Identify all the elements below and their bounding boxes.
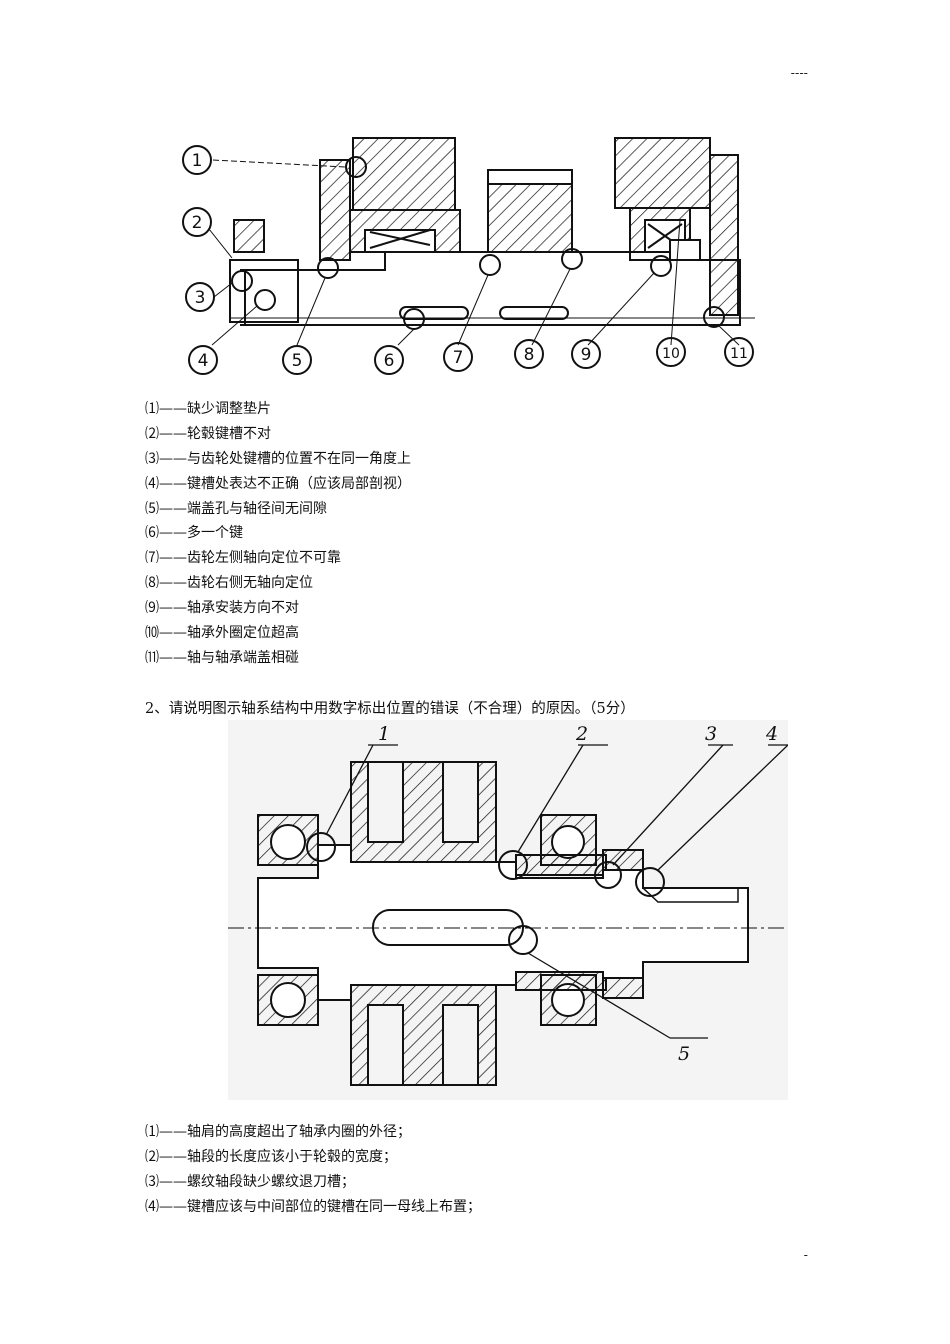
answer-list-1: ⑴——缺少调整垫片 ⑵——轮毂键槽不对 ⑶——与齿轮处键槽的位置不在同一角度上 … (145, 397, 411, 671)
shaft-structure-figure-2: 1 2 3 4 5 (228, 720, 788, 1100)
callout-7: 7 (453, 348, 464, 368)
callout-1: 1 (192, 151, 203, 171)
answer-item: ⑺——齿轮左侧轴向定位不可靠 (145, 550, 341, 567)
callout-6: 6 (384, 351, 395, 371)
callout-10: 10 (662, 346, 680, 362)
answer-item: ⑹——多一个键 (145, 525, 243, 542)
answer-item: ⑶——螺纹轴段缺少螺纹退刀槽； (145, 1173, 355, 1190)
answer-item: ⑸——端盖孔与轴径间无间隙 (145, 500, 327, 517)
callout-3: 3 (195, 288, 206, 308)
callout-5: 5 (292, 351, 303, 371)
question-2: 2、请说明图示轴系结构中用数字标出位置的错误（不合理）的原因。（5分） (145, 701, 635, 717)
answer-item: ⑶——与齿轮处键槽的位置不在同一角度上 (145, 450, 411, 467)
answer-item: ⑾——轴与轴承端盖相碰 (145, 649, 299, 666)
callout-9: 9 (581, 345, 592, 365)
answer-item: ⑷——键槽处表达不正确（应该局部剖视） (145, 475, 411, 492)
callout-11: 11 (730, 346, 748, 362)
answer-list-2: ⑴——轴肩的高度超出了轴承内圈的外径； ⑵——轴段的长度应该小于轮毂的宽度； ⑶… (145, 1120, 481, 1220)
answer-item: ⑽——轴承外圈定位超高 (145, 625, 299, 642)
callout-label-3: 3 (705, 723, 717, 745)
callout-label-4: 4 (765, 723, 778, 745)
callout-8: 8 (524, 345, 535, 365)
callout-4: 4 (198, 351, 209, 371)
page-footer-mark: - (803, 1248, 808, 1262)
shaft-structure-figure-1: 1 2 3 4 5 6 7 8 9 10 11 (182, 137, 755, 375)
callout-2: 2 (192, 213, 203, 233)
answer-item: ⑴——轴肩的高度超出了轴承内圈的外径； (145, 1124, 411, 1140)
callout-label-2: 2 (575, 723, 588, 745)
answer-item: ⑻——齿轮右侧无轴向定位 (145, 575, 313, 592)
answer-item: ⑵——轴段的长度应该小于轮毂的宽度； (145, 1148, 397, 1165)
answer-item: ⑷——键槽应该与中间部位的键槽在同一母线上布置； (145, 1198, 481, 1215)
callout-label-1: 1 (378, 723, 390, 745)
answer-item: ⑴——缺少调整垫片 (145, 401, 271, 417)
callout-label-5: 5 (678, 1043, 690, 1065)
page-header-mark: ---- (790, 66, 808, 80)
answer-item: ⑼——轴承安装方向不对 (145, 600, 299, 617)
answer-item: ⑵——轮毂键槽不对 (145, 425, 271, 442)
